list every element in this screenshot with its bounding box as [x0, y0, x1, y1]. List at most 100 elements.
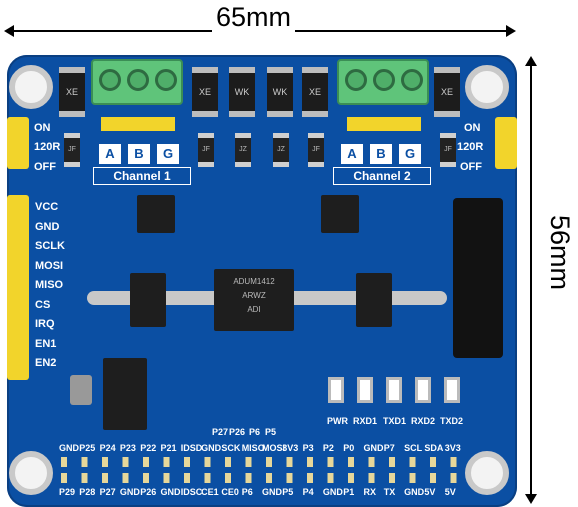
screw-icon: [99, 69, 121, 91]
mounting-hole-bottom-left: [9, 451, 53, 495]
test-pad-label-p26: P26: [229, 427, 246, 437]
gpio-bottom-pin-label: IDSC: [180, 487, 203, 497]
channel1-label-g: G: [157, 144, 179, 164]
gpio-bottom-pin-label: 5V: [444, 487, 456, 497]
width-dimension-label: 65mm: [212, 2, 296, 33]
isolator-chip-right: [356, 273, 392, 327]
height-dimension-label: 56mm: [545, 215, 575, 291]
led-label-txd1: TXD1: [383, 416, 407, 426]
height-dimension-arrow: [530, 60, 532, 500]
gpio-top-pin-label: MOSI: [262, 443, 286, 453]
gpio-top-pin-label: 3V3: [444, 443, 461, 453]
gpio-bottom-pin-label: P29: [59, 487, 76, 497]
spi-pin-header[interactable]: [7, 195, 29, 380]
gpio-top-pin-label: GND: [59, 443, 79, 453]
tvs-diode: WK: [229, 67, 255, 117]
smd-diode: JZ: [235, 133, 251, 167]
screw-terminal-channel2[interactable]: [337, 59, 429, 105]
gpio-bottom-pin-label: GND: [119, 487, 140, 497]
isolator-chip-left: [130, 273, 166, 327]
tvs-diode: WK: [267, 67, 293, 117]
terminal-base-channel2: [347, 117, 421, 131]
termination-jumper-left[interactable]: [7, 117, 29, 169]
gpio-bottom-pin-label: GND: [262, 487, 282, 497]
rs485-can-hat-board: ON 120R OFF ON 120R OFF XE XE WK WK XE X…: [7, 55, 517, 507]
gpio-bottom-pin-label: GND: [322, 487, 343, 497]
gpio-bottom-pin-label: CE0: [221, 487, 239, 497]
mounting-hole-top-right: [465, 65, 509, 109]
jumper-left-off-label: OFF: [34, 161, 56, 173]
gpio-top-pin-label: P21: [160, 443, 177, 453]
tvs-diode: XE: [302, 67, 328, 117]
spi-pin-label: EN2: [35, 357, 57, 369]
jumper-right-off-label: OFF: [460, 161, 482, 173]
gpio-bottom-pin-label: P1: [343, 487, 355, 497]
gpio-pin-row-top: [61, 457, 471, 467]
led-txd2: [444, 377, 460, 403]
led-rxd2: [415, 377, 431, 403]
gpio-top-pin-label: 3V3: [282, 443, 299, 453]
test-pad-label-p27: P27: [212, 427, 229, 437]
mounting-hole-top-left: [9, 65, 53, 109]
gpio-top-pin-label: GND: [201, 443, 222, 453]
rs485-transceiver-chip-1: [137, 195, 175, 233]
gpio-bottom-pin-label: CE1: [201, 487, 219, 497]
gpio-top-pin-label: P0: [343, 443, 355, 453]
gpio-top-pin-label: P24: [99, 443, 116, 453]
tvs-diode: XE: [59, 67, 85, 117]
gpio-bottom-pin-label: 5V: [424, 487, 436, 497]
test-pad-label-p5: P5: [265, 427, 277, 437]
gpio-top-pin-label: IDSD: [180, 443, 203, 453]
tvs-diode: XE: [434, 67, 460, 117]
spi-pin-label: GND: [35, 220, 60, 233]
height-arrow-top-head: [525, 56, 537, 66]
led-rxd1: [357, 377, 373, 403]
width-arrow-right-head: [506, 25, 516, 37]
jumper-left-on-label: ON: [34, 122, 51, 134]
smd-diode: JF: [64, 133, 80, 167]
gpio-bottom-pin-label: TX: [383, 487, 396, 497]
screw-icon: [345, 69, 367, 91]
width-arrow-left-head: [4, 25, 14, 37]
gpio-bottom-pin-label: GND: [160, 487, 181, 497]
gpio-bottom-pin-label: P27: [99, 487, 116, 497]
gpio-top-pin-label: MISO: [241, 443, 265, 453]
gpio-bottom-pin-label: P5: [282, 487, 294, 497]
gpio-top-pin-label: P3: [302, 443, 314, 453]
led-pwr: [328, 377, 344, 403]
led-label-rxd1: RXD1: [353, 416, 378, 426]
screw-icon: [127, 69, 149, 91]
channel1-label-a: A: [99, 144, 121, 164]
gpio-bottom-pin-label: RX: [363, 487, 377, 497]
gpio-top-pin-label: SCL: [404, 443, 423, 453]
spi-pin-label: VCC: [35, 201, 59, 213]
led-label-rxd2: RXD2: [411, 416, 436, 426]
smd-diode: JF: [440, 133, 456, 167]
spi-pin-label: MOSI: [35, 259, 64, 272]
gpio-bottom-pin-label: P6: [241, 487, 253, 497]
rs485-transceiver-chip-2: [321, 195, 359, 233]
gpio-bottom-pin-label: P4: [302, 487, 314, 497]
spi-pin-label: CS: [35, 298, 51, 311]
screw-icon: [401, 69, 423, 91]
jumper-right-120r-label: 120R: [457, 141, 484, 153]
spi-pin-label: EN1: [35, 337, 57, 350]
smd-diode: JF: [308, 133, 324, 167]
spi-pin-label: MISO: [35, 279, 64, 291]
jumper-right-on-label: ON: [464, 122, 481, 134]
gpio-top-pin-label: SDA: [424, 443, 444, 453]
terminal-base-channel1: [101, 117, 175, 131]
gpio-bottom-pin-label: P26: [140, 487, 157, 497]
channel1-label-b: B: [128, 144, 150, 164]
spi-pin-label: SCLK: [35, 240, 65, 252]
test-pad-label-p6: P6: [249, 427, 261, 437]
gpio-top-pin-label: P2: [322, 443, 334, 453]
termination-jumper-right[interactable]: [495, 117, 517, 169]
gpio-bottom-pin-label: GND: [404, 487, 425, 497]
gpio-top-pin-label: P23: [119, 443, 136, 453]
screw-terminal-channel1[interactable]: [91, 59, 183, 105]
gpio-top-pin-label: P25: [79, 443, 96, 453]
tvs-diode: XE: [192, 67, 218, 117]
gpio-bottom-pin-label: P28: [79, 487, 96, 497]
